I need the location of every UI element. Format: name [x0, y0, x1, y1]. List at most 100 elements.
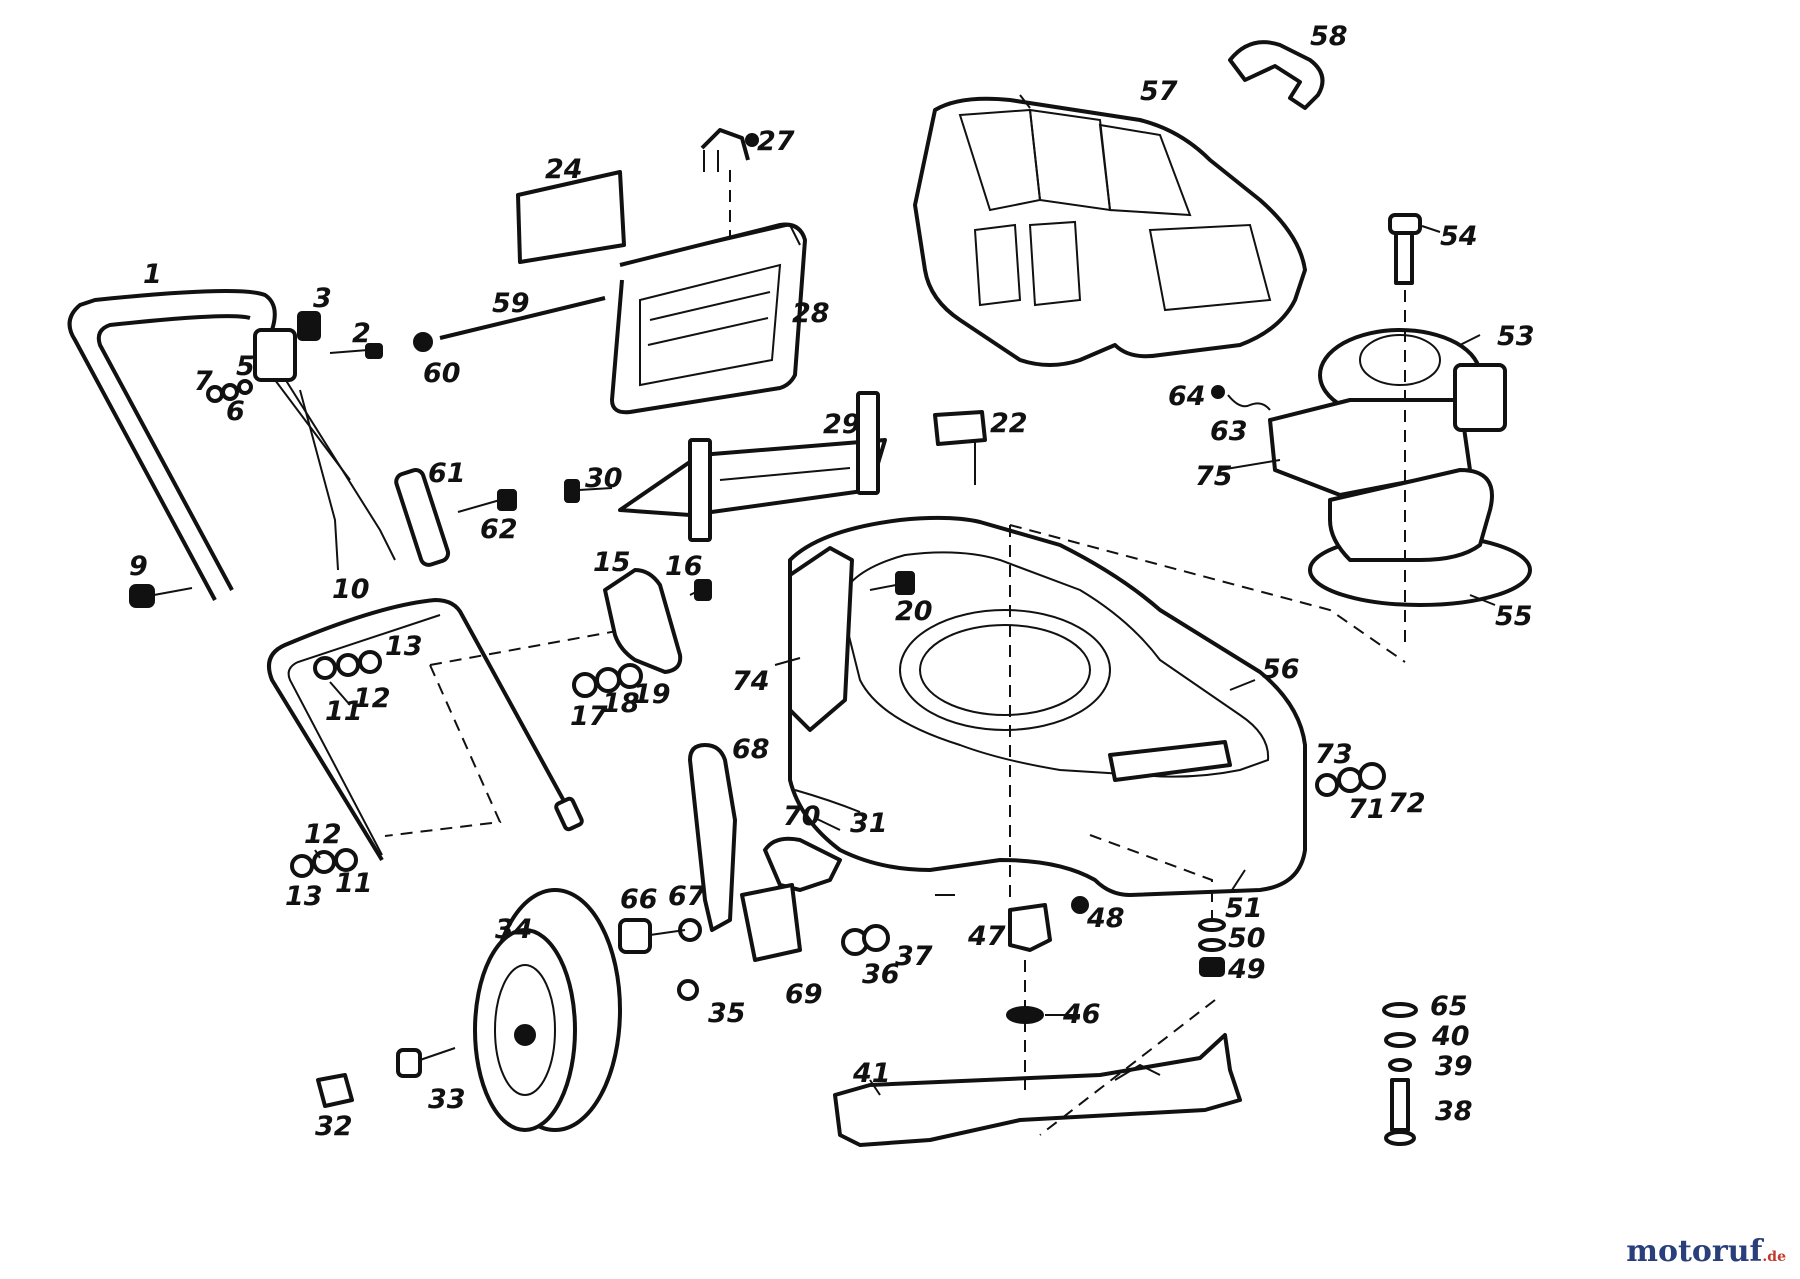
part-number-61: 61: [428, 458, 466, 489]
part-number-17: 17: [570, 701, 608, 732]
engine-53-part: [1268, 290, 1532, 650]
part-number-24: 24: [545, 154, 583, 185]
bracket-15-part: [603, 568, 712, 674]
part-number-40: 40: [1431, 1021, 1470, 1052]
screw-30-part: [564, 479, 613, 503]
part-number-9: 9: [129, 551, 148, 582]
part-number-53: 53: [1497, 321, 1535, 352]
part-number-3: 3: [313, 283, 332, 314]
upper-handle-part: [67, 289, 396, 601]
part-number-56: 56: [1262, 654, 1300, 685]
part-number-49: 49: [1227, 954, 1266, 985]
blade-bolt-stack-group: [1382, 1002, 1418, 1146]
part-number-54: 54: [1440, 221, 1478, 252]
part-number-18: 18: [602, 688, 640, 719]
part-number-29: 29: [823, 409, 861, 440]
part-number-labels-group: 1 2 3 5 6 7 9 10 11 12 13 12 13 11 15 16…: [129, 21, 1535, 1142]
part-number-67: 67: [668, 881, 706, 912]
side-plate-74-part: [788, 546, 854, 732]
watermark-tld: .de: [1762, 1249, 1786, 1265]
label-24-part: [516, 170, 626, 264]
screw-63-64-part: [1211, 385, 1271, 411]
wheel-34-part: [473, 888, 622, 1132]
part-number-36: 36: [862, 959, 900, 990]
part-number-33: 33: [428, 1084, 466, 1115]
part-number-75: 75: [1195, 461, 1233, 492]
blade-adapter-47-part: [1008, 896, 1089, 952]
part-number-68: 68: [732, 734, 770, 765]
rod-59-part: [413, 296, 606, 352]
bolt-66-part: [618, 918, 686, 954]
rear-guard-parts-group: [678, 743, 842, 962]
part-number-60: 60: [423, 358, 461, 389]
grass-catcher-57-part: [913, 96, 1307, 367]
part-number-47: 47: [967, 921, 1006, 952]
label-22-part: [933, 410, 987, 485]
part-number-32: 32: [315, 1111, 353, 1142]
part-number-73: 73: [1315, 739, 1353, 770]
washers-36-37-group: [841, 924, 890, 956]
part-number-41: 41: [852, 1058, 891, 1089]
washers-upper-group: [313, 650, 382, 680]
part-number-10: 10: [332, 574, 370, 605]
washer-35-part: [677, 979, 699, 1001]
washers-lower-group: [290, 848, 358, 878]
bracket-29-part: [618, 391, 887, 542]
part-number-48: 48: [1086, 903, 1125, 934]
part-number-35: 35: [708, 998, 746, 1029]
part-number-63: 63: [1210, 416, 1248, 447]
part-number-72: 72: [1388, 788, 1426, 819]
part-number-31: 31: [850, 808, 888, 839]
washers-71-73-group: [1315, 762, 1386, 797]
watermark: motoruf.de: [1626, 1234, 1786, 1269]
part-number-74: 74: [732, 666, 770, 697]
cable-cam-part: [394, 468, 517, 567]
part-number-5: 5: [236, 351, 255, 382]
part-number-27: 27: [757, 126, 795, 157]
part-number-34: 34: [495, 914, 533, 945]
part-number-6: 6: [226, 396, 245, 427]
wheel-cap-bolt-group: [316, 1047, 456, 1108]
part-number-12b: 12: [304, 819, 342, 850]
part-number-7: 7: [194, 366, 213, 397]
watermark-main: motoruf: [1626, 1234, 1763, 1269]
part-number-64: 64: [1168, 381, 1206, 412]
bolt-54-part: [1388, 213, 1422, 285]
clip-27-part: [700, 128, 759, 260]
part-number-20: 20: [895, 596, 933, 627]
nut-stack-49-51-group: [1089, 834, 1226, 977]
part-number-37: 37: [895, 941, 933, 972]
part-number-51: 51: [1225, 893, 1263, 924]
part-number-66: 66: [620, 884, 658, 915]
part-number-22: 22: [990, 408, 1028, 439]
bolt-20-part: [869, 571, 915, 595]
leader-lines-group: [314, 94, 1496, 1096]
part-number-30: 30: [585, 463, 623, 494]
part-number-70: 70: [783, 801, 821, 832]
part-number-59: 59: [492, 288, 530, 319]
part-number-1: 1: [143, 259, 162, 290]
part-number-16: 16: [665, 551, 703, 582]
part-number-50: 50: [1228, 923, 1266, 954]
part-number-13: 13: [385, 631, 423, 662]
part-number-19: 19: [633, 679, 671, 710]
handle-fittings-group: [206, 311, 383, 403]
mower-deck-part: [788, 515, 1406, 900]
catcher-handle-58-part: [1228, 40, 1325, 110]
rear-flap-28-part: [610, 222, 807, 415]
part-number-62: 62: [480, 514, 518, 545]
part-number-38: 38: [1435, 1096, 1473, 1127]
blade-41-part: [833, 1033, 1242, 1147]
part-number-57: 57: [1140, 76, 1178, 107]
part-number-13b: 13: [285, 881, 323, 912]
part-number-58: 58: [1310, 21, 1348, 52]
part-number-11b: 11: [335, 868, 373, 899]
washers-17-19-group: [572, 663, 643, 698]
part-number-46: 46: [1062, 999, 1101, 1030]
part-number-71: 71: [1348, 794, 1386, 825]
part-number-11: 11: [325, 696, 363, 727]
part-number-28: 28: [792, 298, 830, 329]
part-number-12: 12: [353, 683, 391, 714]
part-number-39: 39: [1435, 1051, 1473, 1082]
